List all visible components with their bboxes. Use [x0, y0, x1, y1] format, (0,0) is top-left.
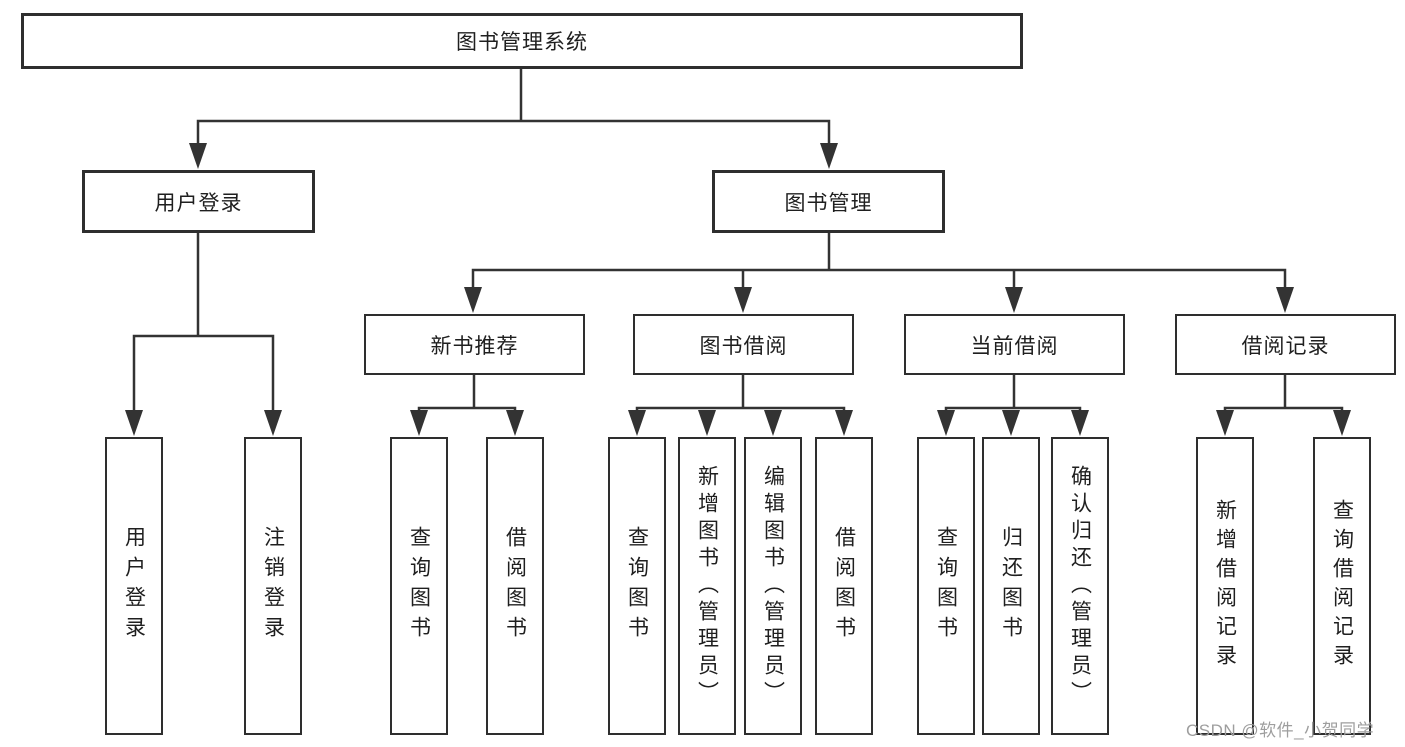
node-book-management: 图书管理 — [712, 170, 945, 233]
leaf-query-borrow-record: 查询借阅记录 — [1313, 437, 1371, 735]
node-label: 当前借阅 — [970, 334, 1059, 358]
connector-book-borrow-children — [628, 375, 853, 436]
leaf-query-books-recommend: 查询图书 — [390, 437, 448, 735]
node-label: 图书管理系统 — [456, 31, 588, 54]
arrow-down-icon — [189, 143, 207, 169]
arrow-down-icon — [1071, 410, 1089, 436]
connector-root-to-level2 — [189, 68, 838, 169]
connector-current-borrow-children — [937, 375, 1089, 436]
connector-user-login-children — [125, 233, 282, 436]
arrow-down-icon — [506, 410, 524, 436]
csdn-watermark: CSDN @软件_小贺同学 — [1186, 721, 1375, 740]
arrow-down-icon — [820, 143, 838, 169]
node-label: 借阅图书 — [503, 526, 527, 646]
leaf-add-books-admin: 新增图书（管理员） — [678, 437, 736, 735]
arrow-down-icon — [264, 410, 282, 436]
leaf-return-books: 归还图书 — [982, 437, 1040, 735]
leaf-logout: 注销登录 — [244, 437, 302, 735]
arrow-down-icon — [1333, 410, 1351, 436]
leaf-edit-books-admin: 编辑图书（管理员） — [744, 437, 802, 735]
node-label: 新书推荐 — [430, 334, 519, 358]
arrow-down-icon — [835, 410, 853, 436]
node-label: 用户登录 — [154, 191, 243, 215]
node-label: 注销登录 — [261, 526, 285, 646]
arrow-down-icon — [464, 287, 482, 313]
node-label: 查询图书 — [625, 526, 649, 646]
arrow-down-icon — [410, 410, 428, 436]
node-label: 借阅记录 — [1241, 334, 1330, 358]
node-label: 编辑图书（管理员） — [761, 464, 785, 708]
leaf-query-books-current: 查询图书 — [917, 437, 975, 735]
arrow-down-icon — [1005, 287, 1023, 313]
node-label: 查询借阅记录 — [1330, 499, 1354, 673]
node-book-borrow: 图书借阅 — [633, 314, 854, 375]
arrow-down-icon — [937, 410, 955, 436]
node-label: 新增图书（管理员） — [695, 464, 719, 708]
node-current-borrow: 当前借阅 — [904, 314, 1125, 375]
node-user-login: 用户登录 — [82, 170, 315, 233]
node-label: 图书管理 — [784, 191, 873, 215]
node-borrow-records: 借阅记录 — [1175, 314, 1396, 375]
leaf-user-login: 用户登录 — [105, 437, 163, 735]
node-new-book-recommend: 新书推荐 — [364, 314, 585, 375]
arrow-down-icon — [1276, 287, 1294, 313]
node-label: 新增借阅记录 — [1213, 499, 1237, 673]
leaf-confirm-return-admin: 确认归还（管理员） — [1051, 437, 1109, 735]
connector-book-management-children — [464, 233, 1294, 313]
arrow-down-icon — [125, 410, 143, 436]
leaf-add-borrow-record: 新增借阅记录 — [1196, 437, 1254, 735]
leaf-query-books-borrow: 查询图书 — [608, 437, 666, 735]
node-label: 借阅图书 — [832, 526, 856, 646]
node-label: 确认归还（管理员） — [1068, 464, 1092, 708]
arrow-down-icon — [734, 287, 752, 313]
node-label: 查询图书 — [934, 526, 958, 646]
node-label: 查询图书 — [407, 526, 431, 646]
arrow-down-icon — [698, 410, 716, 436]
arrow-down-icon — [1216, 410, 1234, 436]
arrow-down-icon — [628, 410, 646, 436]
node-label: 归还图书 — [999, 526, 1023, 646]
leaf-borrow-books: 借阅图书 — [815, 437, 873, 735]
arrow-down-icon — [1002, 410, 1020, 436]
node-label: 用户登录 — [122, 526, 146, 646]
node-library-management-system: 图书管理系统 — [21, 13, 1023, 69]
connector-new-book-recommend-children — [410, 375, 524, 436]
connector-borrow-records-children — [1216, 375, 1351, 436]
arrow-down-icon — [764, 410, 782, 436]
node-label: 图书借阅 — [699, 334, 788, 358]
leaf-borrow-books-recommend: 借阅图书 — [486, 437, 544, 735]
